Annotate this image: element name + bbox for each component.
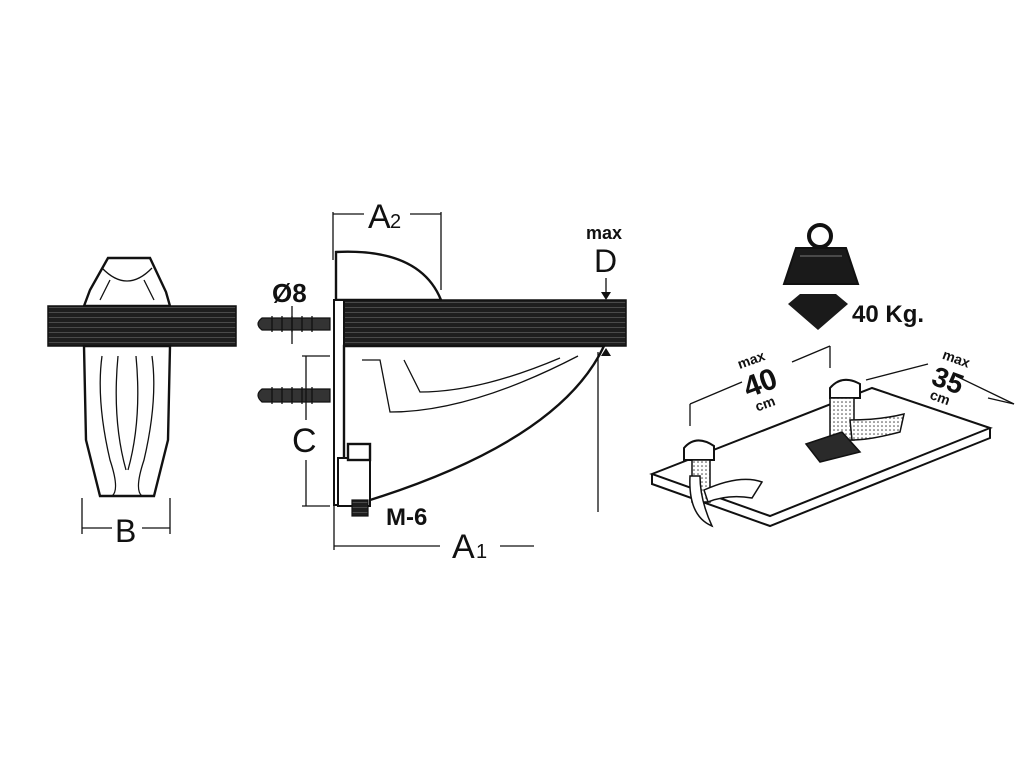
side-shelf <box>339 299 627 347</box>
down-arrow-icon <box>788 294 848 330</box>
label-weight: 40 Kg. <box>852 301 924 328</box>
front-view: B <box>47 256 237 549</box>
label-d: D <box>594 243 617 279</box>
bracket-top-cap <box>334 250 443 302</box>
label-c: C <box>292 422 317 460</box>
load-view: 40 Kg. 40 max cm <box>649 223 1015 528</box>
shelf-bracket-right <box>804 378 905 463</box>
label-width-unit: cm <box>753 393 777 415</box>
wall-anchor-lower <box>257 387 331 404</box>
weight-icon <box>782 223 860 285</box>
front-clamp-body <box>82 344 172 498</box>
label-m6: M-6 <box>386 504 427 531</box>
m6-screw <box>351 499 369 517</box>
label-b: B <box>115 513 136 549</box>
label-a1: A <box>452 528 475 566</box>
label-depth-unit: cm <box>928 386 952 408</box>
front-clamp-top <box>82 256 172 308</box>
wall-anchor-upper <box>257 316 331 332</box>
shelf-bracket-left <box>683 439 764 528</box>
label-a2: A <box>368 198 391 236</box>
bracket-lower-body <box>342 344 606 502</box>
label-diameter: Ø8 <box>272 278 307 308</box>
side-view: A 2 M-6 Ø8 C m <box>257 198 627 566</box>
label-d-max: max <box>586 223 622 243</box>
front-shelf <box>47 305 237 347</box>
screw-block <box>337 457 371 507</box>
label-a2-sub: 2 <box>390 211 401 233</box>
label-a1-sub: 1 <box>476 541 487 563</box>
